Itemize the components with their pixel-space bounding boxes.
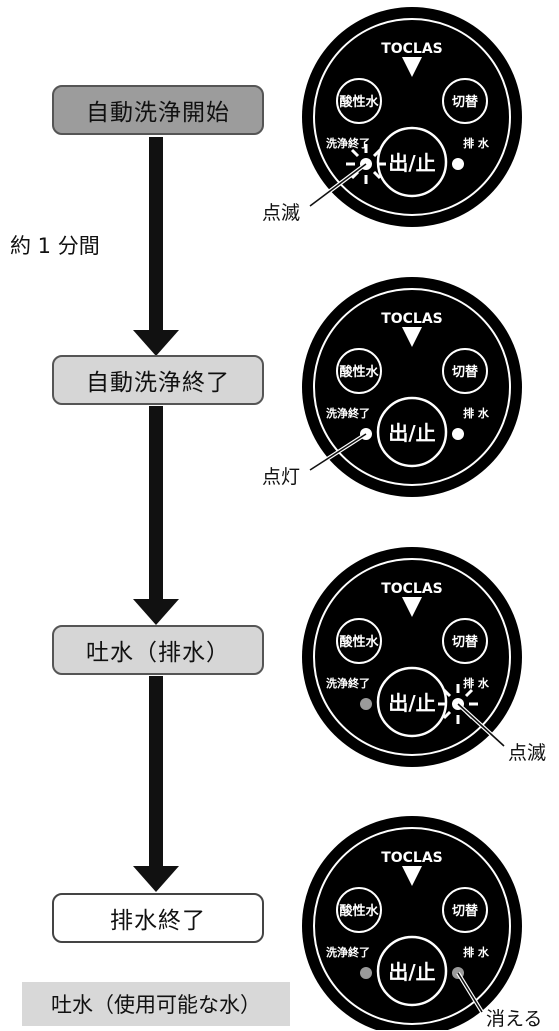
callout-blink-1: 点滅 bbox=[262, 202, 301, 224]
acid-water-label: 酸性水 bbox=[339, 364, 379, 380]
brand-logo: TOCLAS bbox=[381, 311, 443, 327]
wash-end-label: 洗浄終了 bbox=[326, 406, 370, 420]
blink-ray bbox=[464, 688, 474, 698]
brand-v-icon bbox=[402, 327, 422, 347]
switch-label: 切替 bbox=[452, 94, 479, 110]
drain-label: 排 水 bbox=[463, 945, 490, 959]
callout-blink-2: 点滅 bbox=[508, 742, 547, 764]
brand-logo: TOCLAS bbox=[381, 581, 443, 597]
drain-label: 排 水 bbox=[463, 406, 490, 420]
callout-off: 消える bbox=[486, 1008, 543, 1030]
drain-label: 排 水 bbox=[463, 136, 490, 150]
step-water-discharge: 吐水（排水） bbox=[52, 625, 264, 675]
drain-lamp bbox=[452, 428, 464, 440]
blink-ray bbox=[442, 710, 452, 720]
final-note: 吐水（使用可能な水） bbox=[22, 982, 290, 1026]
panel-body bbox=[302, 277, 522, 497]
wash-end-label: 洗浄終了 bbox=[326, 676, 370, 690]
acid-water-button bbox=[336, 348, 382, 394]
acid-water-button bbox=[336, 887, 382, 933]
control-panel-2: TOCLAS 酸性水 切替出/止 洗浄終了 排 水 bbox=[302, 277, 522, 497]
power-label: 出/止 bbox=[388, 421, 435, 445]
power-label: 出/止 bbox=[388, 691, 435, 715]
brand-v-icon bbox=[402, 57, 422, 77]
interval-note: 約 1 分間 bbox=[10, 234, 100, 258]
wash-end-lamp bbox=[360, 698, 372, 710]
arrow-head-1 bbox=[133, 330, 179, 356]
callout-leader bbox=[457, 972, 483, 1013]
control-panel-1: TOCLAS 酸性水 切替出/止 洗浄終了 排 水 bbox=[302, 7, 522, 227]
blink-ray bbox=[372, 148, 382, 158]
callout-leader bbox=[457, 703, 505, 747]
panel-ring bbox=[313, 558, 511, 756]
power-button bbox=[376, 666, 448, 738]
acid-water-label: 酸性水 bbox=[339, 903, 379, 919]
step-drain-end: 排水終了 bbox=[52, 893, 264, 943]
step-auto-wash-end: 自動洗浄終了 bbox=[52, 355, 264, 405]
acid-water-button bbox=[336, 78, 382, 124]
arrow-shaft-3 bbox=[149, 676, 163, 869]
wash-end-lamp bbox=[360, 967, 372, 979]
panel-ring bbox=[313, 288, 511, 486]
panel-ring bbox=[313, 18, 511, 216]
acid-water-label: 酸性水 bbox=[339, 634, 379, 650]
control-panel-4: TOCLAS 酸性水 切替出/止 洗浄終了 排 水 bbox=[302, 816, 522, 1030]
callout-leader bbox=[309, 433, 367, 471]
arrow-head-2 bbox=[133, 599, 179, 625]
power-label: 出/止 bbox=[388, 151, 435, 175]
switch-button bbox=[442, 887, 488, 933]
brand-v-icon bbox=[402, 866, 422, 886]
wash-end-label: 洗浄終了 bbox=[326, 136, 370, 150]
drain-lamp bbox=[452, 158, 464, 170]
switch-label: 切替 bbox=[452, 364, 479, 380]
blink-ray bbox=[442, 688, 452, 698]
switch-button bbox=[442, 348, 488, 394]
panel-body bbox=[302, 7, 522, 227]
callout-lit: 点灯 bbox=[262, 466, 301, 488]
power-button bbox=[376, 126, 448, 198]
switch-button bbox=[442, 78, 488, 124]
arrow-head-3 bbox=[133, 866, 179, 892]
power-label: 出/止 bbox=[388, 960, 435, 984]
arrow-shaft-1 bbox=[149, 137, 163, 334]
switch-label: 切替 bbox=[452, 903, 479, 919]
panel-body bbox=[302, 816, 522, 1030]
drain-label: 排 水 bbox=[463, 676, 490, 690]
power-button bbox=[376, 396, 448, 468]
callout-leader bbox=[309, 163, 367, 207]
panel-ring bbox=[313, 827, 511, 1025]
brand-logo: TOCLAS bbox=[381, 41, 443, 57]
wash-end-label: 洗浄終了 bbox=[326, 945, 370, 959]
step-auto-wash-start: 自動洗浄開始 bbox=[52, 85, 264, 135]
arrow-shaft-2 bbox=[149, 406, 163, 603]
switch-label: 切替 bbox=[452, 634, 479, 650]
brand-logo: TOCLAS bbox=[381, 850, 443, 866]
acid-water-label: 酸性水 bbox=[339, 94, 379, 110]
acid-water-button bbox=[336, 618, 382, 664]
switch-button bbox=[442, 618, 488, 664]
brand-v-icon bbox=[402, 597, 422, 617]
power-button bbox=[376, 935, 448, 1007]
blink-ray bbox=[372, 170, 382, 180]
blink-ray bbox=[350, 148, 360, 158]
control-panel-3: TOCLAS 酸性水 切替出/止 洗浄終了 排 水 bbox=[302, 547, 522, 767]
